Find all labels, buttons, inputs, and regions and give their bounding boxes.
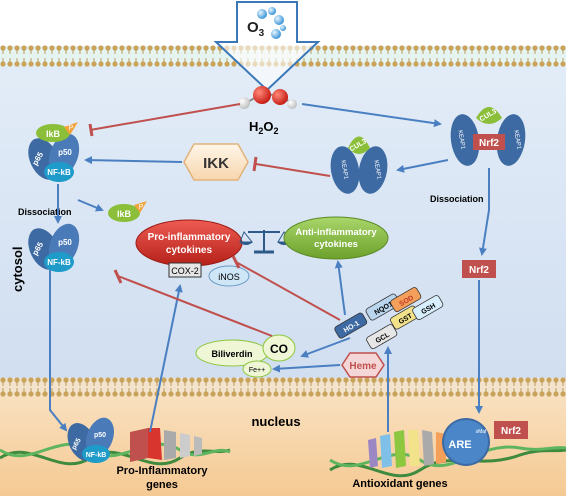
svg-text:Fe++: Fe++ <box>249 367 265 374</box>
svg-text:KEAP1: KEAP1 <box>339 160 348 181</box>
anti-inflammatory-cytokines: Anti-inflammatory cytokines <box>283 216 389 260</box>
svg-text:cytokines: cytokines <box>166 245 213 256</box>
keap1-cul3-complex: CUL3 KEAP1 KEAP1 <box>330 136 388 194</box>
svg-text:sMaf: sMaf <box>476 429 487 435</box>
svg-text:p50: p50 <box>94 432 106 439</box>
h2o2-molecule-icon <box>238 86 297 109</box>
h2o2-label: H2O2 <box>249 119 279 136</box>
ozone-entry-arrow <box>213 1 321 92</box>
dissociation-right-label: Dissociation <box>430 194 484 204</box>
svg-text:P: P <box>139 204 144 211</box>
svg-text:CO: CO <box>270 342 288 356</box>
nfkb-ikb-complex: IkB P p65 p50 NF-kB <box>28 122 80 182</box>
phosphate-mark <box>64 122 78 135</box>
keap1-nrf2-complex: CUL3 Nrf2 KEAP1 KEAP1 <box>450 107 526 166</box>
nrf2-bound <box>473 134 505 150</box>
svg-text:Anti-inflammatory: Anti-inflammatory <box>295 227 377 238</box>
heme-hexagon: Heme <box>341 352 385 378</box>
nucleus-label: nucleus <box>251 414 300 429</box>
svg-text:genes: genes <box>146 479 178 491</box>
svg-text:Pro-inflammatory: Pro-inflammatory <box>148 232 231 243</box>
ikk-kinase: IKK <box>183 143 249 181</box>
svg-text:Biliverdin: Biliverdin <box>211 349 252 359</box>
free-ikb: IkB P <box>108 201 147 222</box>
svg-text:iNOS: iNOS <box>218 272 240 282</box>
svg-text:p50: p50 <box>58 238 72 247</box>
svg-text:KEAP1: KEAP1 <box>456 130 465 151</box>
p50-label: p50 <box>58 148 72 157</box>
pro-inflammatory-cytokines: Pro-inflammatory cytokines <box>135 219 243 267</box>
ikb-protein <box>36 124 70 142</box>
free-nrf2: Nrf2 <box>462 260 496 278</box>
ho1-products: Biliverdin CO Fe++ <box>195 334 296 378</box>
dna-left <box>0 428 231 466</box>
svg-text:IkB: IkB <box>117 209 132 219</box>
svg-text:P: P <box>69 125 74 132</box>
nuclear-membrane <box>0 377 566 397</box>
svg-text:ARE: ARE <box>448 439 471 451</box>
dissociation-left-label: Dissociation <box>18 207 72 217</box>
cox2-box: COX-2 <box>168 262 202 278</box>
are-nrf2-complex: ARE sMaf Nrf2 <box>442 418 528 466</box>
nfkb-on-dna: p65 p50 NF-kB <box>67 417 115 463</box>
svg-text:KEAP1: KEAP1 <box>512 130 521 151</box>
nfkb-label: NF-kB <box>47 168 71 177</box>
svg-text:KEAP1: KEAP1 <box>372 160 381 181</box>
cytosol-region <box>0 48 566 388</box>
svg-text:Nrf2: Nrf2 <box>469 265 489 276</box>
svg-text:COX-2: COX-2 <box>171 266 199 276</box>
antioxidant-genes-label: Antioxidant genes <box>352 478 447 490</box>
svg-text:Nrf2: Nrf2 <box>501 426 521 437</box>
svg-text:Heme: Heme <box>349 361 377 372</box>
cytosol-label: cytosol <box>10 246 25 292</box>
o3-label: O3 <box>247 19 265 39</box>
pathway-arrows <box>49 103 490 433</box>
free-nfkb: p65 p50 NF-kB <box>28 223 80 272</box>
antioxidant-enzymes: NQO1 SOD GST GSH HO-1 GCL <box>334 287 444 349</box>
ikb-label: IkB <box>46 129 61 139</box>
svg-text:cytokines: cytokines <box>314 239 358 250</box>
inos-ellipse: iNOS <box>208 265 250 287</box>
ozone-molecule-icon: O3 <box>247 7 286 39</box>
svg-text:NF-kB: NF-kB <box>86 452 107 459</box>
svg-text:Nrf2: Nrf2 <box>479 138 499 149</box>
svg-text:NF-kB: NF-kB <box>47 258 71 267</box>
ikk-label: IKK <box>203 155 229 172</box>
pro-inflammatory-genes-label: Pro-Inflammatory <box>116 465 208 477</box>
